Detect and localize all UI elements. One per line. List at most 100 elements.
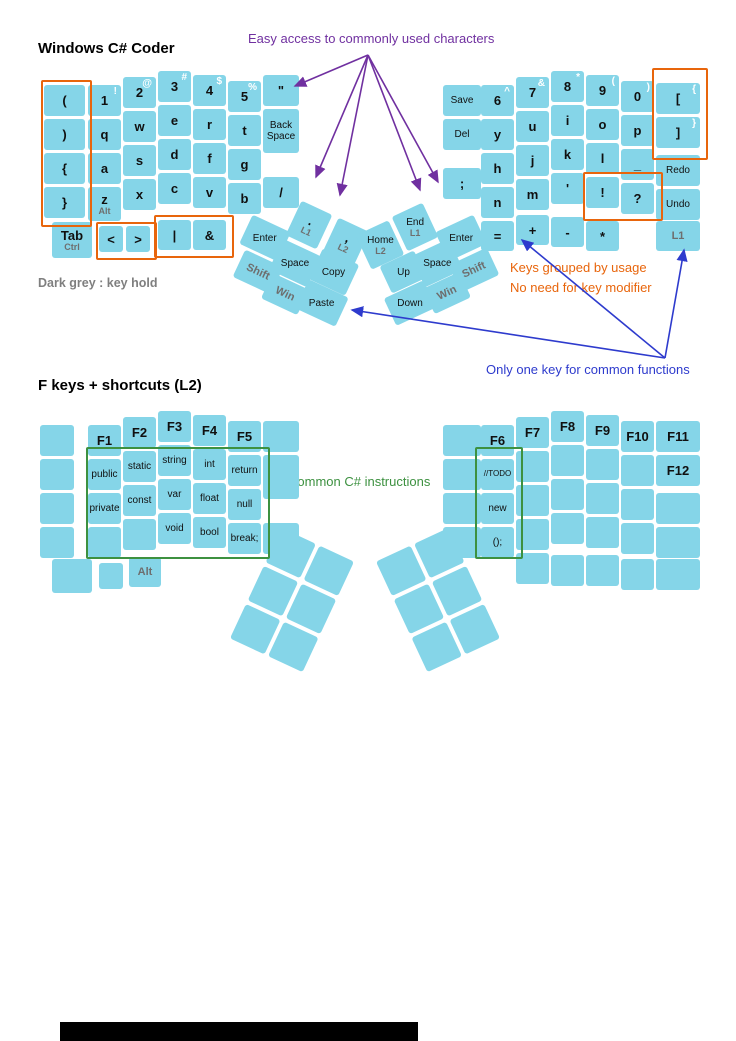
- key-null[interactable]: null: [228, 489, 261, 520]
- key-question[interactable]: ?: [621, 183, 654, 214]
- key-private[interactable]: private: [88, 493, 121, 524]
- key-l[interactable]: l: [586, 143, 619, 174]
- key-y[interactable]: y: [481, 119, 514, 150]
- key-f5[interactable]: F5: [228, 421, 261, 452]
- key-9[interactable]: (9: [586, 75, 619, 106]
- key-blank[interactable]: [123, 519, 156, 550]
- key-greater-than[interactable]: >: [126, 226, 150, 252]
- key-a[interactable]: a: [88, 153, 121, 184]
- key-open-bracket[interactable]: {[: [656, 83, 700, 114]
- key-pipe[interactable]: |: [158, 220, 191, 250]
- key-public[interactable]: public: [88, 459, 121, 490]
- key-blank[interactable]: [621, 523, 654, 554]
- key-blank[interactable]: [551, 479, 584, 510]
- key-p[interactable]: p: [621, 115, 654, 146]
- key-todo-comment[interactable]: //TODO: [481, 459, 514, 490]
- key-o[interactable]: o: [586, 109, 619, 140]
- key-var[interactable]: var: [158, 479, 191, 510]
- key-alt[interactable]: Alt: [129, 557, 161, 587]
- key-blank[interactable]: [40, 459, 74, 490]
- key-blank[interactable]: [40, 425, 74, 456]
- key-int[interactable]: int: [193, 449, 226, 480]
- key-7[interactable]: &7: [516, 77, 549, 108]
- key-5[interactable]: %5: [228, 81, 261, 112]
- key-blank[interactable]: [40, 527, 74, 558]
- key-ampersand[interactable]: &: [193, 220, 226, 250]
- key-blank[interactable]: [52, 559, 92, 593]
- key-b[interactable]: b: [228, 183, 261, 214]
- key-break[interactable]: break;: [228, 523, 261, 554]
- key-blank[interactable]: [443, 425, 481, 456]
- key-f2[interactable]: F2: [123, 417, 156, 448]
- key-close-paren[interactable]: ): [44, 119, 85, 150]
- key-f1[interactable]: F1: [88, 425, 121, 456]
- key-blank[interactable]: [586, 517, 619, 548]
- key-f3[interactable]: F3: [158, 411, 191, 442]
- key-k[interactable]: k: [551, 139, 584, 170]
- key-f10[interactable]: F10: [621, 421, 654, 452]
- key-u[interactable]: u: [516, 111, 549, 142]
- key-1[interactable]: !1: [88, 85, 121, 116]
- key-blank[interactable]: [656, 493, 700, 524]
- key-f4[interactable]: F4: [193, 415, 226, 446]
- key-f8[interactable]: F8: [551, 411, 584, 442]
- key-0[interactable]: )0: [621, 81, 654, 112]
- key-blank[interactable]: [586, 449, 619, 480]
- key-s[interactable]: s: [123, 145, 156, 176]
- key-static[interactable]: static: [123, 451, 156, 482]
- key-open-brace[interactable]: {: [44, 153, 85, 184]
- key-blank[interactable]: [551, 555, 584, 586]
- key-f[interactable]: f: [193, 143, 226, 174]
- key-x[interactable]: x: [123, 179, 156, 210]
- key-bool[interactable]: bool: [193, 517, 226, 548]
- key-quote[interactable]: ": [263, 75, 299, 106]
- key-apostrophe[interactable]: ': [551, 173, 584, 204]
- key-blank[interactable]: [586, 555, 619, 586]
- key-e[interactable]: e: [158, 105, 191, 136]
- key-blank[interactable]: [621, 489, 654, 520]
- key-backspace[interactable]: Back Space: [263, 109, 299, 153]
- key-w[interactable]: w: [123, 111, 156, 142]
- key-blank[interactable]: [443, 493, 481, 524]
- key-close-brace[interactable]: }: [44, 187, 85, 218]
- key-f11[interactable]: F11: [656, 421, 700, 452]
- key-new[interactable]: new: [481, 493, 514, 524]
- key-j[interactable]: j: [516, 145, 549, 176]
- key-f7[interactable]: F7: [516, 417, 549, 448]
- key-parens-semicolon[interactable]: ();: [481, 527, 514, 558]
- key-exclamation[interactable]: !: [586, 177, 619, 208]
- key-h[interactable]: h: [481, 153, 514, 184]
- key-blank[interactable]: [586, 483, 619, 514]
- key-n[interactable]: n: [481, 187, 514, 218]
- key-blank[interactable]: [551, 445, 584, 476]
- key-return[interactable]: return: [228, 455, 261, 486]
- key-blank[interactable]: [99, 563, 123, 589]
- key-open-paren[interactable]: (: [44, 85, 85, 116]
- key-g[interactable]: g: [228, 149, 261, 180]
- key-save[interactable]: Save: [443, 85, 481, 116]
- key-f12[interactable]: F12: [656, 455, 700, 486]
- key-3[interactable]: #3: [158, 71, 191, 102]
- key-semicolon[interactable]: ;: [443, 168, 481, 199]
- key-t[interactable]: t: [228, 115, 261, 146]
- key-undo[interactable]: Undo: [656, 189, 700, 220]
- key-m[interactable]: m: [516, 179, 549, 210]
- key-r[interactable]: r: [193, 109, 226, 140]
- key-blank[interactable]: [621, 455, 654, 486]
- key-4[interactable]: $4: [193, 75, 226, 106]
- key-f6[interactable]: F6: [481, 425, 514, 456]
- key-2[interactable]: @2: [123, 77, 156, 108]
- key-q[interactable]: q: [88, 119, 121, 150]
- key-v[interactable]: v: [193, 177, 226, 208]
- key-f9[interactable]: F9: [586, 415, 619, 446]
- key-del[interactable]: Del: [443, 119, 481, 150]
- key-blank[interactable]: [88, 527, 121, 558]
- key-void[interactable]: void: [158, 513, 191, 544]
- key-blank[interactable]: [551, 513, 584, 544]
- key-redo[interactable]: Redo: [656, 155, 700, 186]
- key-const[interactable]: const: [123, 485, 156, 516]
- key-blank[interactable]: [443, 459, 481, 490]
- key-string[interactable]: string: [158, 445, 191, 476]
